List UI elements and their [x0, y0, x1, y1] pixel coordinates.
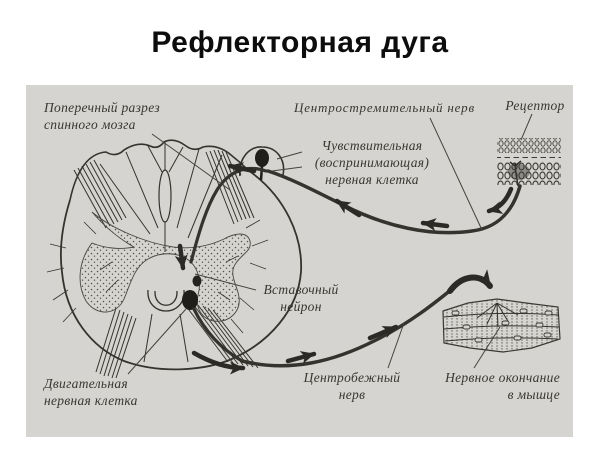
ventral-root-bundle-left: [95, 307, 137, 379]
cord-outer-contour: [59, 169, 302, 371]
afferent-nerve-path: [266, 169, 522, 235]
spinal-cord-cross-section: [46, 139, 302, 379]
pointer-afferent-nerve: [429, 117, 483, 231]
label-interneuron-line1: Вставочный: [263, 282, 338, 297]
receptor-cell-row-bottom: [497, 162, 561, 185]
pointer-motor-cell: [127, 308, 187, 375]
pointer-lines: [127, 113, 533, 375]
flow-arrow-efferent-right: [367, 324, 399, 341]
pointer-sensory-cell: [271, 151, 303, 172]
central-canal: [158, 169, 172, 223]
flow-arrow-from-receptor: [486, 186, 514, 214]
cord-section-lines: [99, 142, 223, 252]
receptor-dash-row: [497, 154, 561, 161]
muscle-nucleus: [543, 332, 552, 338]
label-sensory-line3: нервная клетка: [325, 172, 419, 187]
flow-arrow-efferent-root: [191, 350, 246, 375]
muscle-nucleus: [544, 310, 553, 316]
muscle-nucleus: [535, 322, 544, 328]
pointer-efferent-nerve: [387, 322, 405, 369]
label-ending-line1: Нервное окончание: [444, 370, 560, 385]
pointer-cross-section: [151, 133, 231, 191]
muscle-nuclei: [451, 308, 553, 343]
label-cross-section-line1: Поперечный разрез: [43, 100, 160, 115]
muscle-nucleus: [519, 308, 528, 314]
label-receptor: Рецептор: [504, 98, 564, 113]
label-motor-line1: Двигательная: [42, 376, 128, 391]
ganglion-bump: [239, 146, 285, 177]
flow-arrow-into-cord: [227, 162, 257, 176]
muscle-nucleus: [451, 310, 460, 316]
label-ending-line2: в мышце: [508, 387, 560, 402]
label-efferent-line2: нерв: [339, 387, 366, 402]
label-sensory-line1: Чувствительная: [322, 138, 423, 153]
receptor-block: [497, 138, 561, 187]
flow-arrow-down-in-cord: [174, 243, 188, 271]
label-interneuron-line2: нейрон: [280, 299, 321, 314]
flow-arrow-into-muscle: [447, 269, 493, 294]
flow-arrows: [174, 162, 514, 375]
receptor-nerve-twig: [509, 160, 522, 187]
efferent-exit-path: [192, 307, 244, 363]
grey-matter-butterfly: [79, 211, 251, 322]
efferent-nerve-path: [240, 287, 454, 368]
label-motor-line2: нервная клетка: [44, 393, 138, 408]
receptor-cell-row-top: [497, 138, 561, 153]
muscle-nucleus: [462, 324, 471, 330]
flow-arrow-efferent-mid: [285, 351, 317, 364]
muscle-nucleus: [501, 320, 510, 326]
motor-cell-body: [182, 290, 198, 310]
flow-arrow-afferent-mid: [334, 198, 362, 218]
label-sensory-line2: (воспринимающая): [315, 155, 430, 170]
page-title: Рефлекторная дуга: [151, 26, 449, 59]
receptor-nerve-ending-patch: [508, 164, 530, 180]
muscle-nucleus: [474, 337, 483, 343]
dorsal-root-bundle-left: [73, 159, 127, 229]
pointer-receptor: [520, 113, 533, 141]
pointer-interneuron: [194, 273, 257, 291]
flow-arrow-afferent-left: [420, 218, 450, 232]
label-cross-section-line2: спинного мозга: [44, 117, 136, 132]
label-efferent-line1: Центробежный: [303, 370, 401, 385]
label-afferent-nerve: Центростремительный нерв: [293, 100, 475, 115]
muscle-block: [442, 298, 561, 353]
nerve-ending-fan: [476, 302, 519, 328]
pointer-nerve-ending: [473, 326, 501, 369]
labels: Поперечный разрез спинного мозга Центрос…: [42, 98, 564, 408]
sensory-cell-body: [255, 149, 269, 167]
ventral-fissure-fill: [147, 290, 185, 311]
muscle-nucleus: [513, 335, 522, 341]
radiating-fibres: [46, 219, 269, 334]
interneuron-cell-body: [192, 275, 202, 287]
